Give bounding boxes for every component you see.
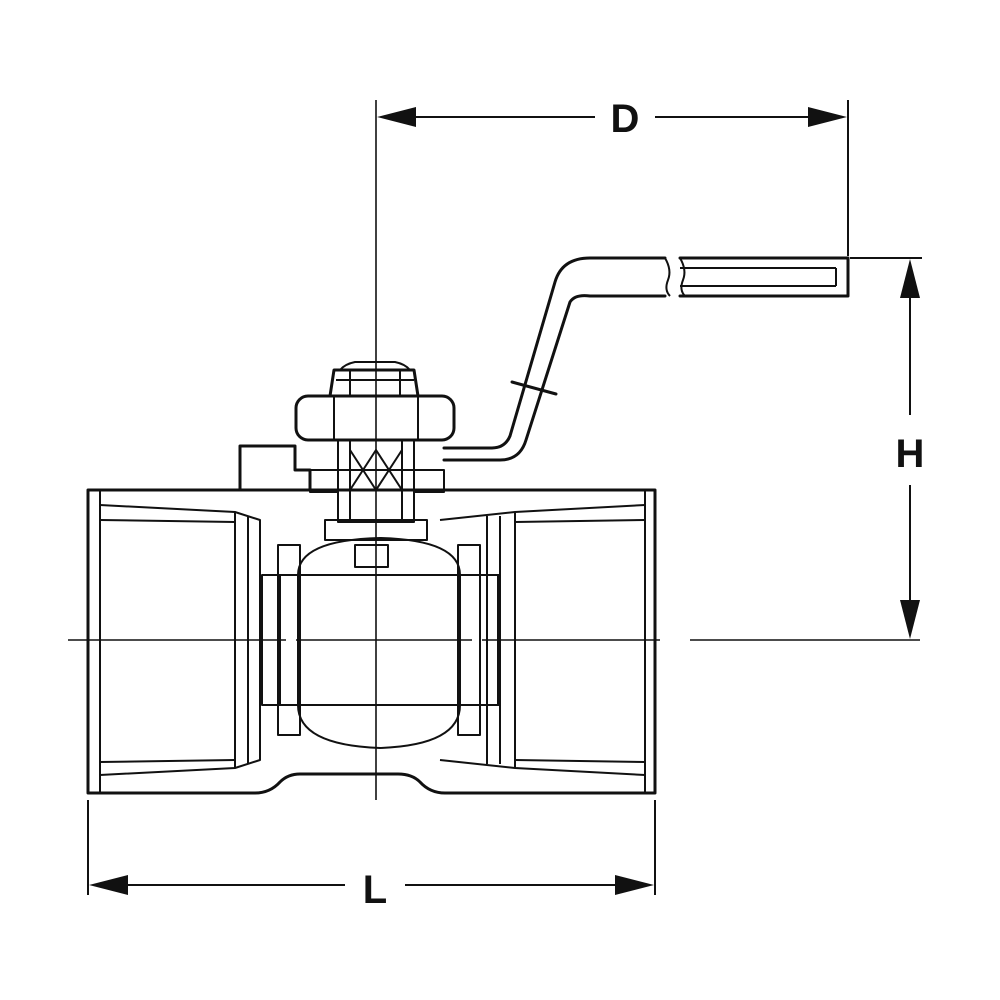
dimension-d-arrow-left	[377, 107, 416, 127]
dimension-h-label: H	[896, 432, 925, 476]
dimension-d-arrow-right	[808, 107, 847, 127]
dimension-h: H	[850, 257, 925, 639]
dimension-d: D	[377, 97, 849, 256]
handle-lever	[442, 256, 850, 462]
dimension-h-arrow-top	[900, 259, 920, 298]
centre-lines	[68, 100, 920, 800]
dimension-d-label: D	[611, 97, 640, 141]
dimension-l-arrow-right	[615, 875, 654, 895]
dimension-l: L	[87, 800, 656, 912]
dimension-l-label: L	[363, 868, 387, 912]
valve-body	[86, 488, 657, 795]
dimension-l-arrow-left	[89, 875, 128, 895]
stop-pad	[238, 444, 445, 493]
dimension-h-arrow-bottom	[900, 600, 920, 639]
hex-nut	[294, 361, 456, 442]
ball	[297, 537, 461, 749]
